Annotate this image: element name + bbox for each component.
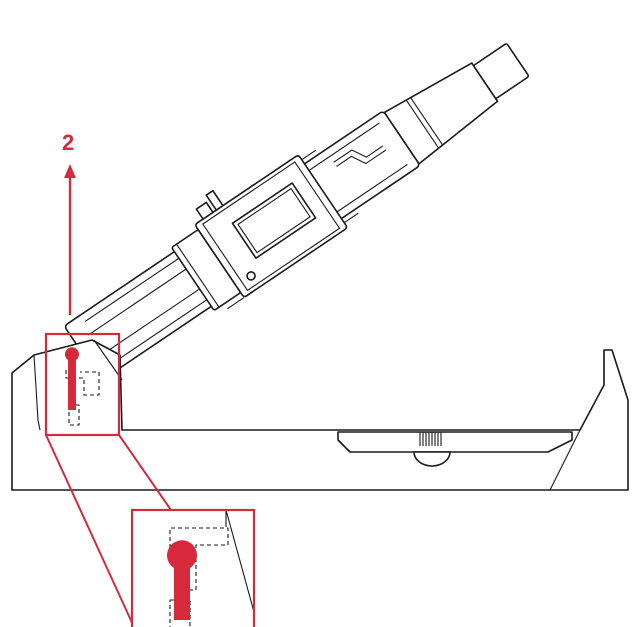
arrow-head (64, 164, 76, 178)
grip-ridges (419, 432, 442, 446)
keyhole-latch-icon-zoomed (166, 540, 197, 620)
step-number: 2 (62, 130, 74, 155)
thumb-wheel (413, 451, 451, 467)
latch-detail-zoom (130, 508, 256, 627)
callout-line-left (45, 434, 135, 627)
latch-highlight-small (44, 332, 121, 437)
zoom-frame (130, 508, 256, 627)
keyhole-latch-icon (65, 347, 79, 410)
cradle-base (11, 339, 629, 491)
step-indicator: 2 (62, 130, 76, 315)
side-knob (195, 201, 214, 220)
latch-highlight-box (44, 332, 121, 437)
cradle-outline (11, 339, 629, 491)
tray-recess (337, 431, 573, 453)
probe-tip (383, 62, 499, 165)
probe-cap (473, 43, 530, 99)
meter-device (64, 43, 530, 380)
indicator-dot (246, 271, 256, 281)
display-window (231, 182, 317, 259)
sensor-trace (333, 145, 384, 163)
